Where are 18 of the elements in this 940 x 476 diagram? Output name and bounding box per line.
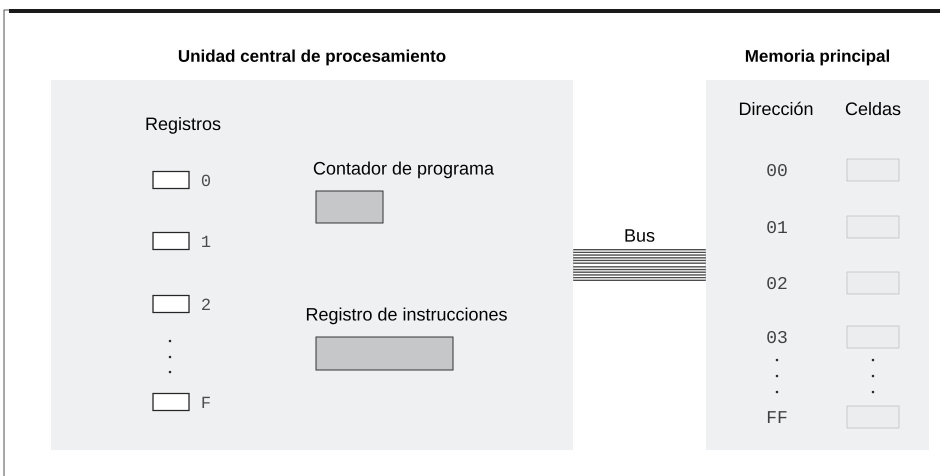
register-label: Registro de instrucciones xyxy=(306,307,507,324)
bus-lines xyxy=(573,249,706,281)
memory-address: FF xyxy=(768,411,787,423)
panel-heading: Memoria principal xyxy=(746,49,889,66)
register-number: 2 xyxy=(202,298,210,310)
column-label: Registros xyxy=(146,116,220,134)
register-label: Contador de programa xyxy=(314,161,494,178)
register-number: 1 xyxy=(202,236,210,247)
memory-address: 02 xyxy=(767,276,787,290)
memory-address: 03 xyxy=(767,330,787,344)
memory-address: 00 xyxy=(767,164,787,176)
panel-heading: Unidad central de procesamiento xyxy=(178,49,446,66)
register-number: 0 xyxy=(202,174,210,186)
edge-label: Bus xyxy=(625,229,654,242)
column-label: Celdas xyxy=(846,102,900,116)
memory-address: 01 xyxy=(767,220,787,234)
column-label: Dirección xyxy=(740,102,812,116)
register-number: F xyxy=(202,396,210,408)
